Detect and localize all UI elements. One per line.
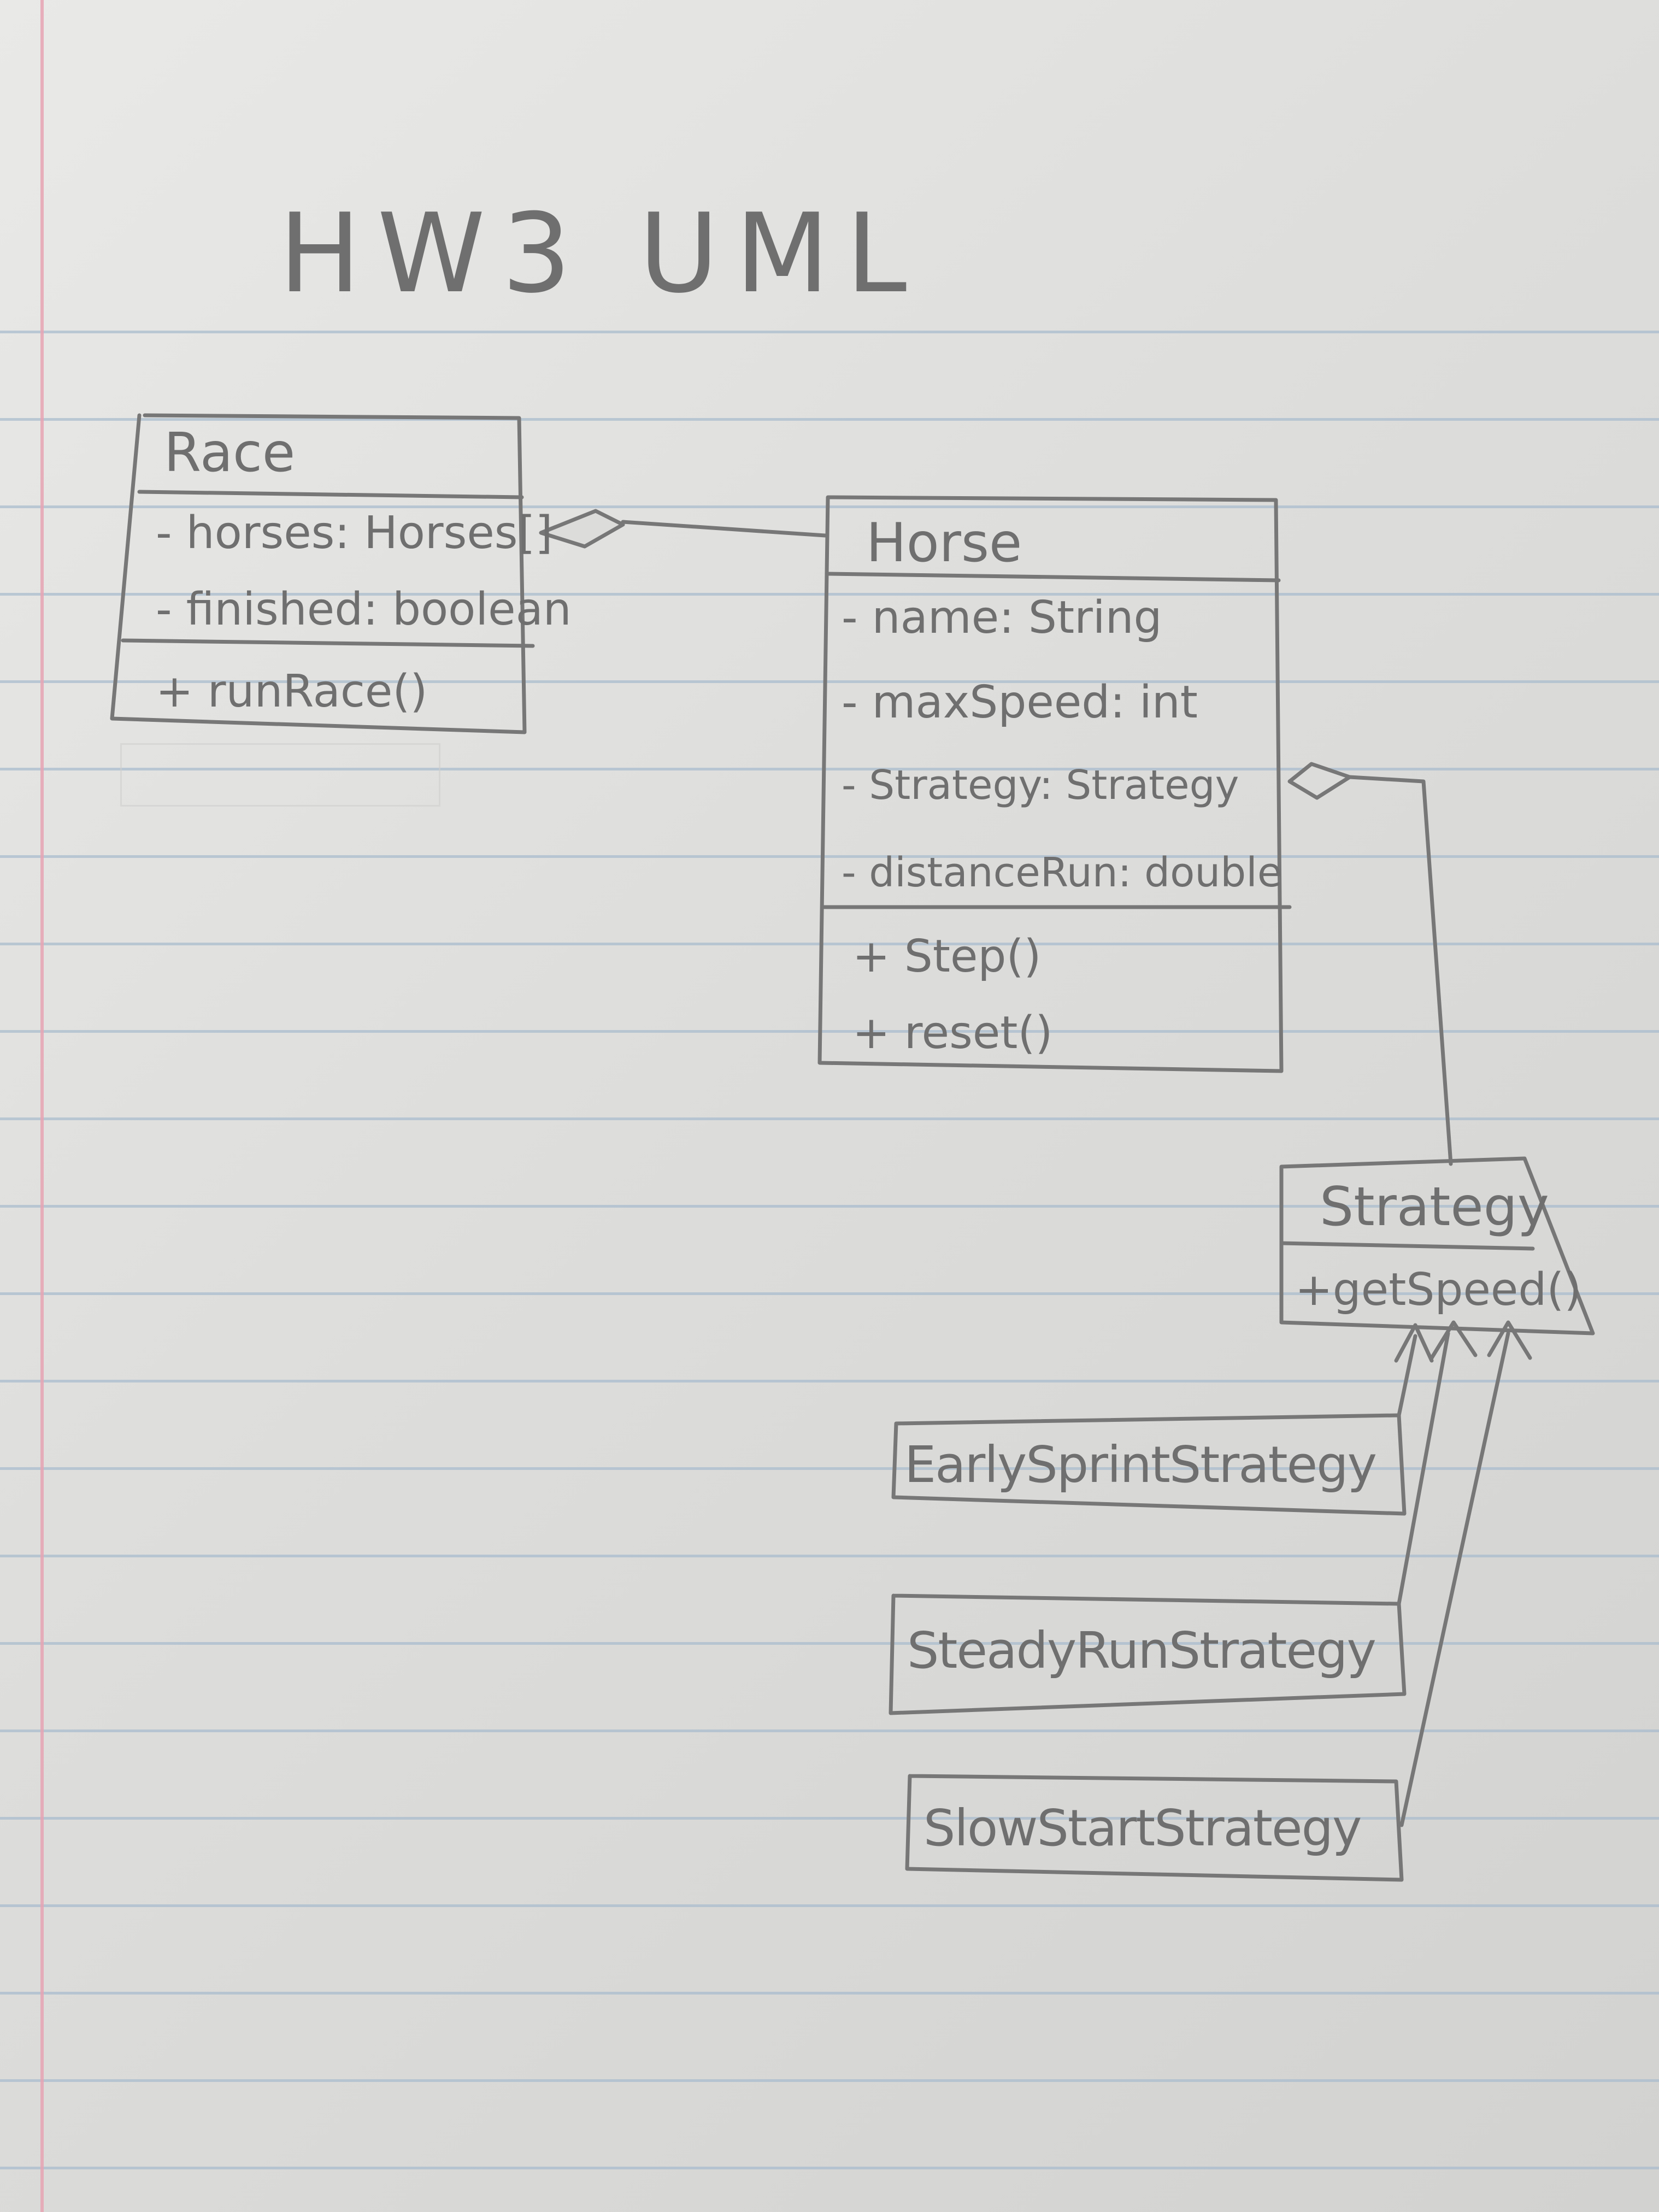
strategy-class-name: Strategy	[1320, 1176, 1549, 1238]
ruled-line	[0, 1292, 1659, 1295]
race-method: + runRace()	[156, 666, 428, 717]
ruled-line	[0, 1380, 1659, 1382]
ruled-line	[0, 680, 1659, 683]
horse-attribute: - distanceRun: double	[842, 849, 1283, 896]
ruled-line	[0, 1117, 1659, 1120]
ruled-line	[0, 1030, 1659, 1033]
slow-start-box	[905, 1774, 1404, 1882]
horse-method: + reset()	[852, 1007, 1053, 1059]
ruled-line	[0, 943, 1659, 945]
race-horse-link	[621, 520, 827, 538]
ruled-line	[0, 1205, 1659, 1208]
slow-start-arrowhead	[1487, 1320, 1532, 1360]
ruled-line	[0, 1817, 1659, 1820]
ruled-line	[0, 1555, 1659, 1557]
ruled-line	[0, 855, 1659, 858]
ruled-line	[0, 1992, 1659, 1995]
race-name-divider	[137, 490, 524, 499]
margin-line	[40, 0, 44, 2212]
ruled-line	[0, 1904, 1659, 1907]
race-class-name: Race	[164, 422, 296, 484]
horse-method: + Step()	[852, 931, 1042, 983]
strategy-name-divider	[1279, 1241, 1535, 1251]
ruled-line	[0, 2167, 1659, 2169]
horse-strategy-link	[1348, 775, 1453, 1166]
subclass-name: SteadyRunStrategy	[907, 1621, 1376, 1680]
horse-attribute: - Strategy: Strategy	[842, 762, 1239, 809]
race-attr-divider	[121, 638, 535, 648]
strategy-box	[1279, 1156, 1595, 1336]
early-sprint-box	[891, 1413, 1407, 1516]
horse-strategy-diamond	[1287, 762, 1352, 800]
horse-attribute: - maxSpeed: int	[842, 676, 1198, 728]
ruled-line	[0, 331, 1659, 333]
early-sprint-inheritance-line	[1397, 1334, 1417, 1417]
ruled-line	[0, 1642, 1659, 1645]
ruled-line	[0, 1729, 1659, 1732]
ruled-line	[0, 593, 1659, 596]
ruled-line	[0, 768, 1659, 770]
subclass-name: EarlySprintStrategy	[904, 1436, 1377, 1494]
race-attribute: - finished: boolean	[156, 584, 572, 636]
erased-box	[120, 743, 440, 807]
steady-run-inheritance-line	[1397, 1331, 1450, 1606]
page-title: HW3 UML	[279, 190, 923, 317]
ruled-line	[0, 2079, 1659, 2082]
race-box	[110, 413, 527, 734]
race-horse-diamond	[539, 509, 625, 549]
ruled-line	[0, 1467, 1659, 1470]
horse-attribute: - name: String	[842, 592, 1162, 644]
early-sprint-arrowhead	[1394, 1323, 1434, 1363]
ruled-line	[0, 418, 1659, 421]
steady-run-arrowhead	[1429, 1320, 1478, 1360]
steady-run-box	[889, 1593, 1407, 1715]
horse-box	[817, 495, 1284, 1073]
strategy-method: +getSpeed()	[1295, 1264, 1582, 1316]
horse-class-name: Horse	[866, 512, 1022, 574]
horse-name-divider	[826, 572, 1281, 583]
subclass-name: SlowStartStrategy	[923, 1799, 1362, 1857]
slow-start-inheritance-line	[1399, 1331, 1510, 1827]
race-attribute: - horses: Horses[]	[156, 507, 553, 559]
